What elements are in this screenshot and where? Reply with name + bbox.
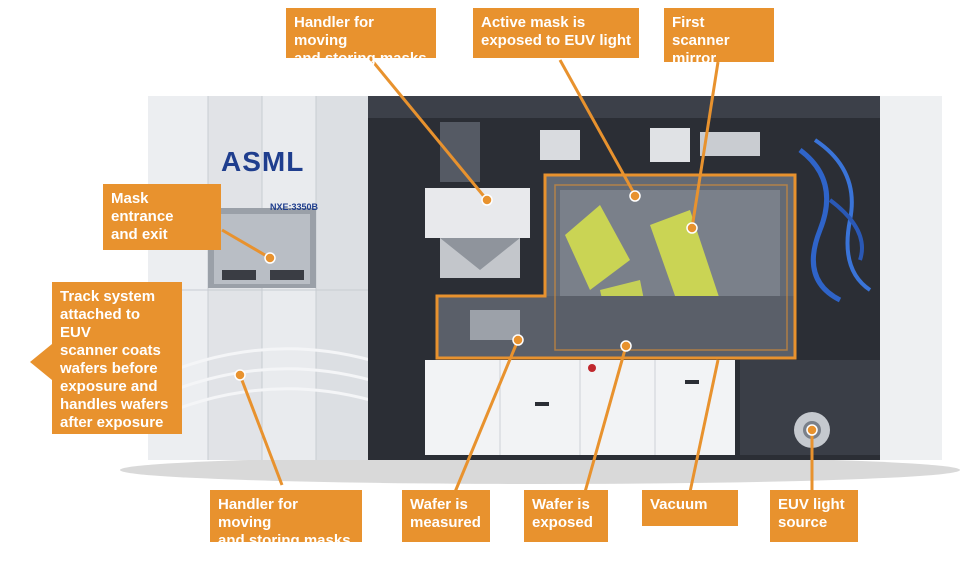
- callout-active-mask: Active mask is exposed to EUV light: [473, 8, 639, 58]
- callout-mask-handler-bottom: Handler for moving and storing masks: [210, 490, 362, 549]
- callout-vacuum: Vacuum: [642, 490, 738, 526]
- callout-wafer-measured: Wafer is measured: [402, 490, 490, 542]
- callout-wafer-measured-text: Wafer is measured: [410, 496, 481, 531]
- callout-first-mirror-text: First scanner mirror: [672, 14, 730, 67]
- callout-wafer-exposed-text: Wafer is exposed: [532, 496, 593, 531]
- callout-first-mirror: First scanner mirror: [664, 8, 774, 67]
- callout-euv-source-text: EUV light source: [778, 496, 845, 531]
- callout-mask-handler-top-text: Handler for moving and storing masks: [294, 14, 427, 67]
- right-panel: [880, 96, 942, 460]
- model-label: NXE:3350B: [270, 202, 319, 212]
- callout-mask-handler-bottom-text: Handler for moving and storing masks: [218, 496, 351, 549]
- callout-track-system: Track system attached to EUV scanner coa…: [52, 282, 182, 434]
- vacuum-outline: [435, 173, 797, 360]
- asml-logo: ASML: [221, 146, 305, 177]
- callout-mask-entrance-text: Mask entrance and exit: [111, 190, 174, 243]
- leader-lines: [221, 57, 814, 493]
- leader-dots: [234, 190, 818, 436]
- track-system-housing: [148, 96, 371, 460]
- callout-mask-entrance: Mask entrance and exit: [103, 184, 221, 250]
- track-pointer: [30, 344, 52, 380]
- callout-mask-handler-top: Handler for moving and storing masks: [286, 8, 436, 67]
- callout-wafer-exposed: Wafer is exposed: [524, 490, 608, 542]
- callout-track-system-text: Track system attached to EUV scanner coa…: [60, 288, 169, 431]
- floor-shadow: [120, 456, 960, 484]
- scanner-interior: [368, 96, 880, 460]
- callout-active-mask-text: Active mask is exposed to EUV light: [481, 14, 632, 49]
- callout-euv-source: EUV light source: [770, 490, 858, 542]
- callout-vacuum-text: Vacuum: [650, 496, 708, 513]
